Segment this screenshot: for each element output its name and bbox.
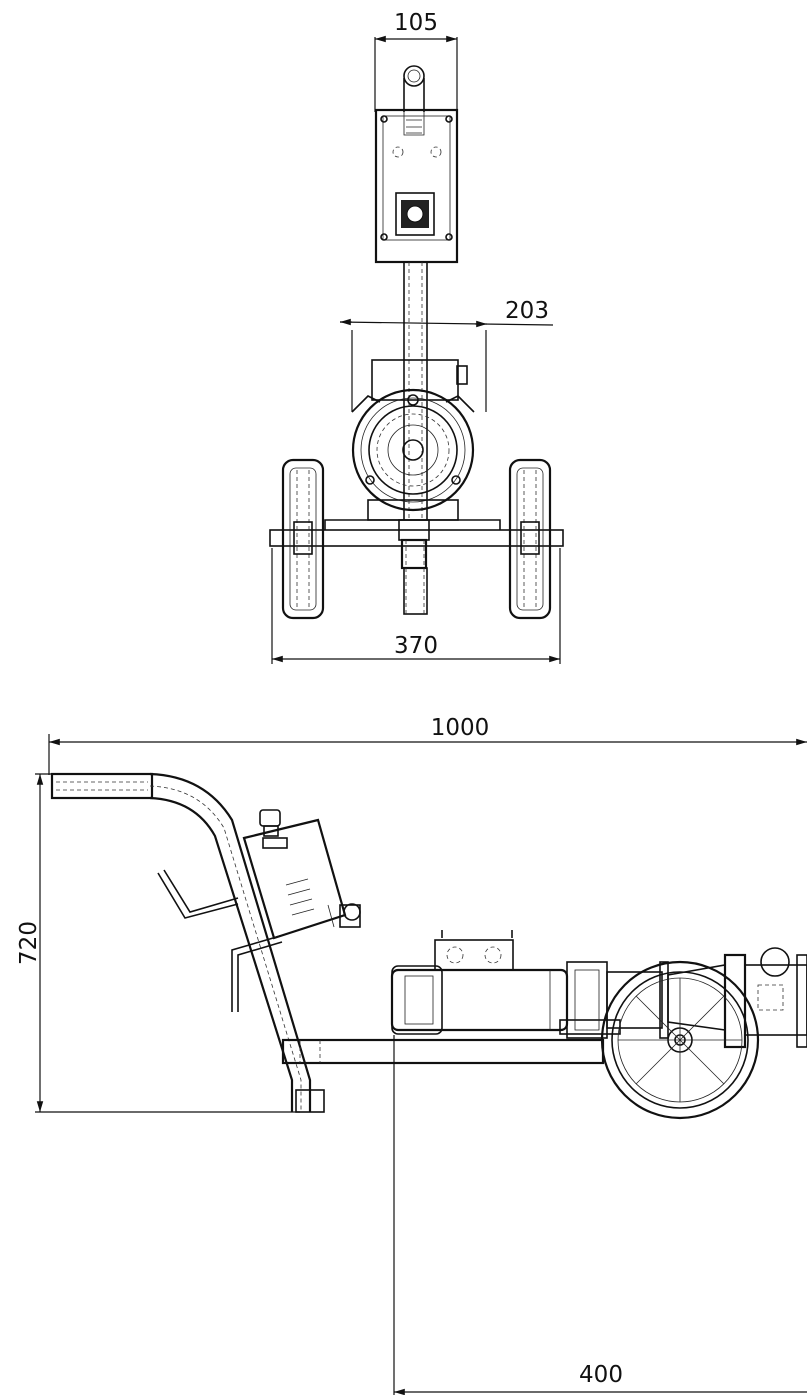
dimension-label-203: 203: [505, 298, 549, 324]
dimension-label-370: 370: [394, 633, 438, 659]
dimension-motor-width: 203: [339, 298, 554, 412]
wheel-side: [600, 960, 760, 1120]
hook-upper: [157, 869, 239, 919]
pump-head-side: [606, 947, 807, 1049]
dimension-label-1000: 1000: [431, 715, 490, 741]
handle-grip: [403, 65, 425, 112]
dimension-handle-width: 105: [374, 10, 458, 112]
dimension-label-720: 720: [16, 921, 42, 965]
dimension-label-400: 400: [579, 1362, 623, 1388]
frame-bar-side: [281, 1019, 621, 1065]
motor-front: [351, 359, 475, 521]
right-wheel-front: [508, 458, 552, 620]
dimension-overall-height: 720: [16, 773, 300, 1113]
dimension-track-width: 370: [271, 548, 561, 664]
front-view: 105: [269, 10, 564, 664]
dimension-axle-offset: 400: [393, 1035, 807, 1395]
axle-front: [269, 519, 564, 615]
hook-lower: [231, 935, 283, 1012]
control-box-front: [374, 108, 459, 264]
dimension-overall-length: 1000: [48, 715, 807, 775]
control-box-side: [242, 809, 361, 940]
left-wheel-front: [281, 458, 325, 620]
motor-side: [390, 930, 608, 1039]
wheel-spokes: [618, 978, 742, 1102]
side-view: 1000 720: [16, 715, 807, 1395]
handle-side: [50, 772, 325, 1113]
dimension-label-105: 105: [394, 10, 438, 36]
